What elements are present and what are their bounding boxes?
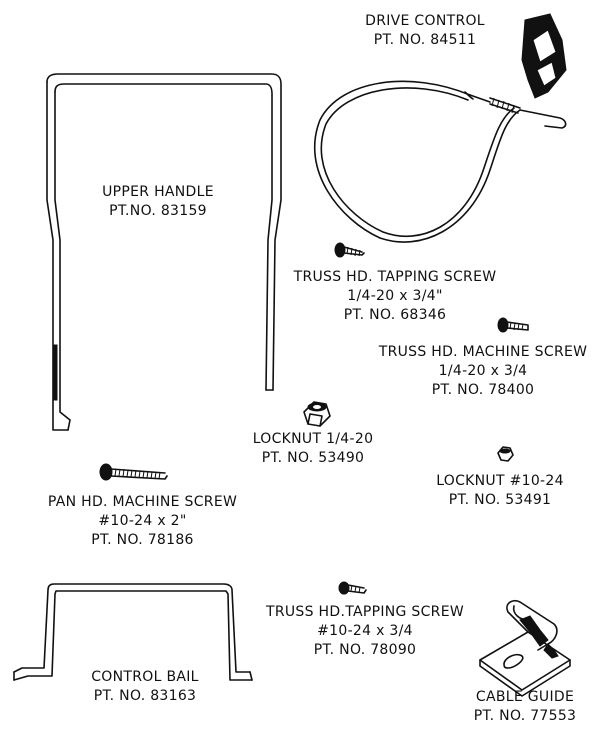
locknut-quarter-name: LOCKNUT 1/4-20 bbox=[252, 431, 374, 447]
pan-machine-screw-label: PAN HD. MACHINE SCREW #10-24 x 2" PT. NO… bbox=[20, 493, 265, 550]
truss-machine-screw-drawing bbox=[497, 317, 529, 333]
locknut-10-24-drawing bbox=[497, 446, 514, 462]
drive-control-label: DRIVE CONTROL PT. NO. 84511 bbox=[350, 12, 500, 50]
pan-machine-screw-drawing bbox=[99, 463, 168, 481]
truss-machine-screw-size: 1/4-20 x 3/4 bbox=[438, 363, 528, 379]
cable-guide-drawing bbox=[479, 599, 571, 697]
truss-machine-screw-part-number: PT. NO. 78400 bbox=[431, 382, 535, 398]
truss-tapping-screw-2-name: TRUSS HD.TAPPING SCREW bbox=[265, 604, 464, 620]
pan-machine-screw-name: PAN HD. MACHINE SCREW bbox=[47, 494, 238, 510]
control-bail-drawing bbox=[13, 583, 253, 681]
drive-control-name: DRIVE CONTROL bbox=[365, 13, 485, 29]
truss-tapping-screw-1-name: TRUSS HD. TAPPING SCREW bbox=[293, 269, 497, 285]
locknut-quarter-part-number: PT. NO. 53490 bbox=[261, 450, 365, 466]
control-bail-name: CONTROL BAIL bbox=[91, 669, 199, 685]
locknut-10-24-name: LOCKNUT #10-24 bbox=[436, 473, 564, 489]
upper-handle-drawing bbox=[46, 73, 282, 431]
truss-tapping-screw-2-part-number: PT. NO. 78090 bbox=[313, 642, 417, 658]
cable-guide-label: CABLE GUIDE PT. NO. 77553 bbox=[450, 688, 600, 726]
truss-tapping-screw-1-label: TRUSS HD. TAPPING SCREW 1/4-20 x 3/4" PT… bbox=[270, 268, 520, 325]
upper-handle-label: UPPER HANDLE PT.NO. 83159 bbox=[78, 183, 238, 221]
control-bail-part-number: PT. NO. 83163 bbox=[93, 688, 197, 704]
truss-machine-screw-name: TRUSS HD. MACHINE SCREW bbox=[378, 344, 588, 360]
truss-tapping-screw-1-part-number: PT. NO. 68346 bbox=[343, 307, 447, 323]
truss-tapping-screw-1-size: 1/4-20 x 3/4" bbox=[347, 288, 443, 304]
control-bail-label: CONTROL BAIL PT. NO. 83163 bbox=[70, 668, 220, 706]
truss-tapping-screw-1-drawing bbox=[334, 242, 365, 258]
truss-tapping-screw-2-label: TRUSS HD.TAPPING SCREW #10-24 x 3/4 PT. … bbox=[240, 603, 490, 660]
locknut-10-24-label: LOCKNUT #10-24 PT. NO. 53491 bbox=[420, 472, 580, 510]
upper-handle-part-number: PT.NO. 83159 bbox=[109, 203, 207, 219]
drive-control-drawing bbox=[314, 13, 567, 243]
locknut-10-24-part-number: PT. NO. 53491 bbox=[448, 492, 552, 508]
locknut-quarter-label: LOCKNUT 1/4-20 PT. NO. 53490 bbox=[238, 430, 388, 468]
pan-machine-screw-part-number: PT. NO. 78186 bbox=[91, 532, 194, 548]
cable-guide-name: CABLE GUIDE bbox=[475, 689, 575, 705]
locknut-quarter-drawing bbox=[303, 401, 331, 427]
truss-machine-screw-label: TRUSS HD. MACHINE SCREW 1/4-20 x 3/4 PT.… bbox=[358, 343, 608, 400]
pan-machine-screw-size: #10-24 x 2" bbox=[98, 513, 187, 529]
drive-control-part-number: PT. NO. 84511 bbox=[373, 32, 477, 48]
upper-handle-name: UPPER HANDLE bbox=[102, 184, 214, 200]
truss-tapping-screw-2-drawing bbox=[338, 581, 367, 595]
cable-guide-part-number: PT. NO. 77553 bbox=[473, 708, 577, 724]
truss-tapping-screw-2-size: #10-24 x 3/4 bbox=[317, 623, 413, 639]
